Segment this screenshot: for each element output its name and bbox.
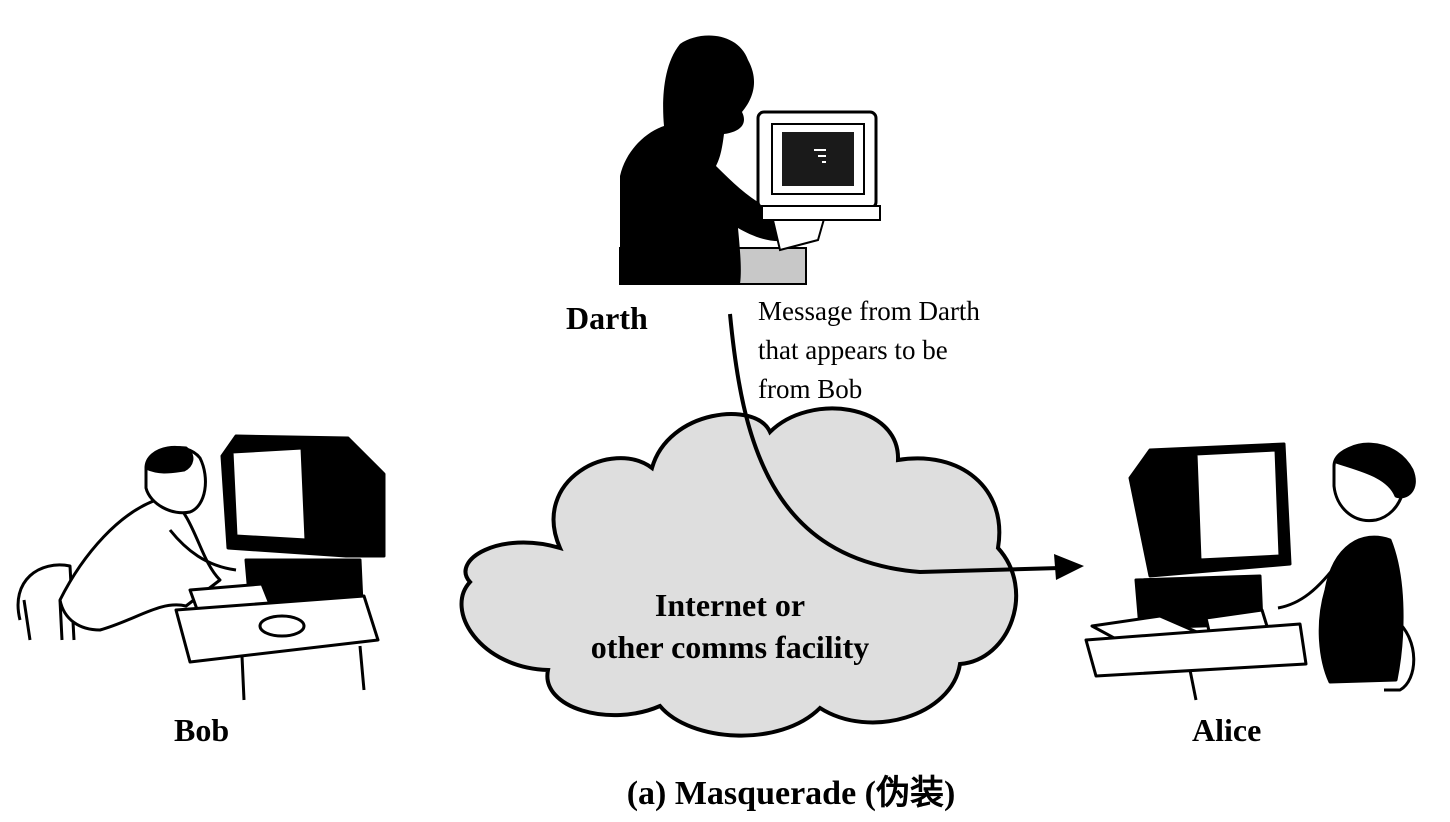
bob-figure	[16, 434, 386, 701]
network-cloud	[459, 406, 1019, 738]
bob-label: Bob	[174, 712, 230, 748]
alice-figure	[1084, 442, 1416, 701]
darth-figure	[619, 35, 881, 285]
network-cloud-label-line: other comms facility	[590, 629, 870, 665]
alice-label: Alice	[1192, 712, 1262, 748]
message-path	[728, 313, 1084, 580]
message-annotation-line: from Bob	[758, 374, 863, 404]
message-annotation-line: that appears to be	[758, 335, 948, 365]
network-cloud-label: Internet or other comms facility	[520, 584, 940, 668]
figure-caption: (a) Masquerade (伪装)	[626, 775, 956, 812]
arrowhead-icon	[1054, 554, 1084, 580]
message-annotation-line: Message from Darth	[758, 296, 980, 326]
message-annotation: Message from Darth that appears to be fr…	[758, 292, 980, 409]
network-cloud-label-line: Internet or	[654, 587, 806, 623]
darth-label: Darth	[566, 300, 648, 336]
